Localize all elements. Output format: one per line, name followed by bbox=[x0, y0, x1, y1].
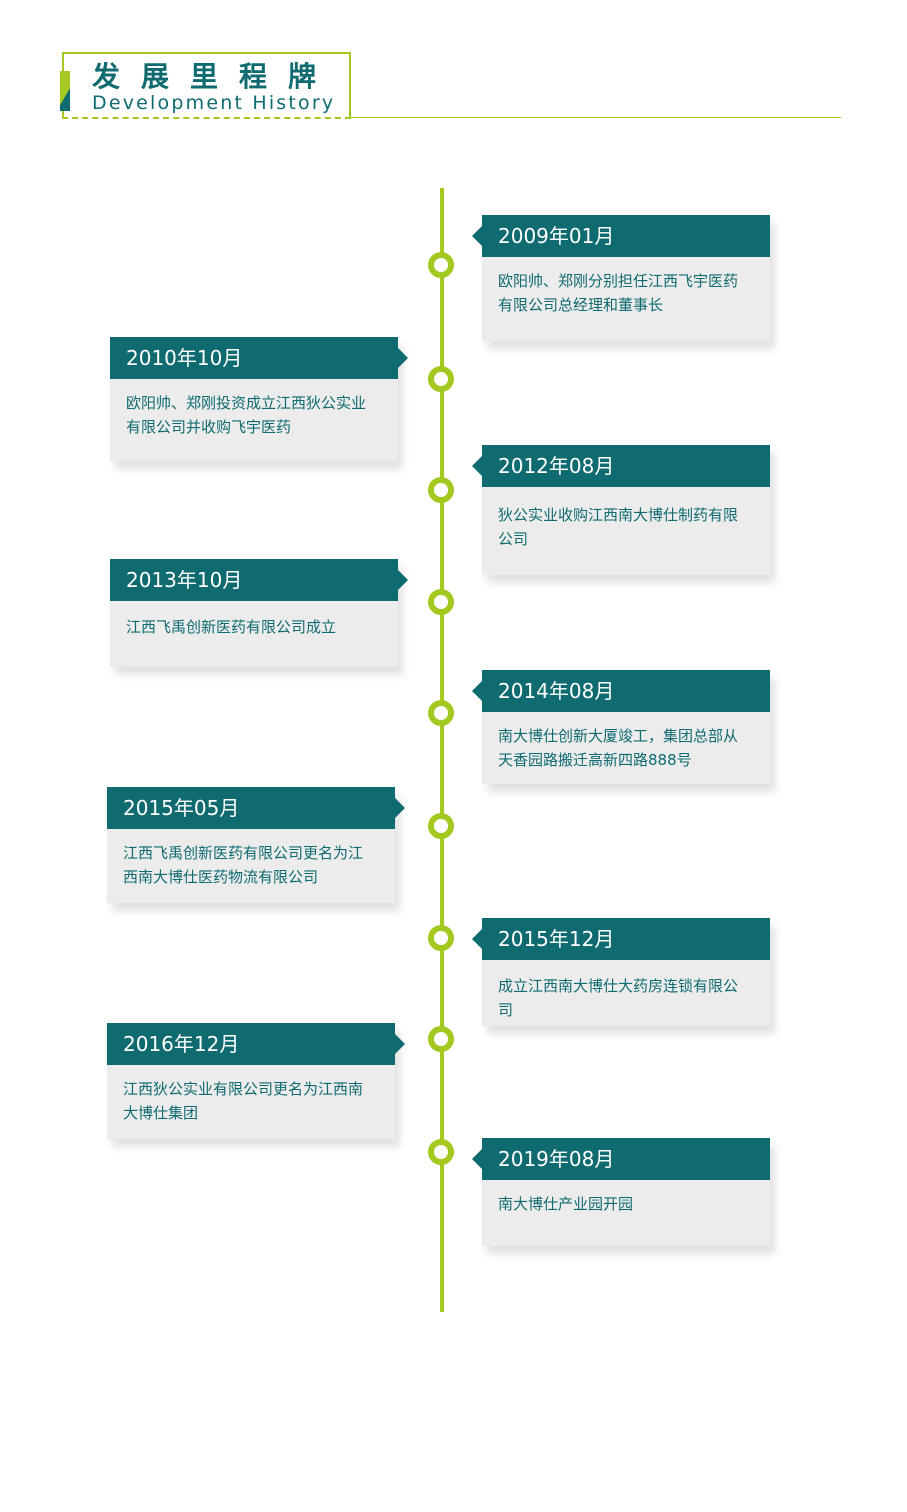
timeline-dot bbox=[428, 589, 454, 615]
header-accent-bar bbox=[60, 71, 70, 111]
timeline-dot bbox=[428, 366, 454, 392]
milestone-date: 2015年05月 bbox=[107, 787, 405, 829]
timeline-dot bbox=[428, 813, 454, 839]
milestone-description: 江西飞禹创新医药有限公司更名为江西南大博仕医药物流有限公司 bbox=[107, 829, 395, 903]
milestone-description: 欧阳帅、郑刚分别担任江西飞宇医药有限公司总经理和董事长 bbox=[482, 257, 770, 341]
timeline-dot bbox=[428, 1139, 454, 1165]
milestone-card-2014-08: 2014年08月 南大博仕创新大厦竣工，集团总部从天香园路搬迁高新四路888号 bbox=[472, 670, 770, 784]
milestone-date: 2016年12月 bbox=[107, 1023, 405, 1065]
page-subtitle: Development History bbox=[92, 92, 336, 114]
milestone-description: 南大博仕产业园开园 bbox=[482, 1180, 770, 1246]
timeline-axis bbox=[440, 188, 444, 1312]
milestone-card-2009-01: 2009年01月 欧阳帅、郑刚分别担任江西飞宇医药有限公司总经理和董事长 bbox=[472, 215, 770, 341]
milestone-description: 成立江西南大博仕大药房连锁有限公司 bbox=[482, 960, 770, 1026]
milestone-date: 2009年01月 bbox=[472, 215, 770, 257]
milestone-date: 2019年08月 bbox=[472, 1138, 770, 1180]
milestone-card-2019-08: 2019年08月 南大博仕产业园开园 bbox=[472, 1138, 770, 1246]
milestone-date: 2015年12月 bbox=[472, 918, 770, 960]
milestone-description: 南大博仕创新大厦竣工，集团总部从天香园路搬迁高新四路888号 bbox=[482, 712, 770, 784]
milestone-card-2015-05: 2015年05月 江西飞禹创新医药有限公司更名为江西南大博仕医药物流有限公司 bbox=[107, 787, 405, 903]
timeline-dot bbox=[428, 1026, 454, 1052]
milestone-date: 2014年08月 bbox=[472, 670, 770, 712]
timeline-dot bbox=[428, 700, 454, 726]
milestone-card-2012-08: 2012年08月 狄公实业收购江西南大博仕制药有限公司 bbox=[472, 445, 770, 575]
timeline-dot bbox=[428, 477, 454, 503]
milestone-date: 2012年08月 bbox=[472, 445, 770, 487]
milestone-date: 2010年10月 bbox=[110, 337, 408, 379]
milestone-description: 江西飞禹创新医药有限公司成立 bbox=[110, 601, 398, 667]
milestone-card-2010-10: 2010年10月 欧阳帅、郑刚投资成立江西狄公实业有限公司并收购飞宇医药 bbox=[110, 337, 408, 461]
header-divider-line bbox=[350, 117, 841, 118]
milestone-card-2015-12: 2015年12月 成立江西南大博仕大药房连锁有限公司 bbox=[472, 918, 770, 1026]
timeline-dot bbox=[428, 925, 454, 951]
page-title: 发展里程牌 bbox=[92, 60, 338, 93]
milestone-card-2013-10: 2013年10月 江西飞禹创新医药有限公司成立 bbox=[110, 559, 408, 667]
milestone-card-2016-12: 2016年12月 江西狄公实业有限公司更名为江西南大博仕集团 bbox=[107, 1023, 405, 1139]
milestone-description: 狄公实业收购江西南大博仕制药有限公司 bbox=[482, 487, 770, 575]
timeline-dot bbox=[428, 252, 454, 278]
milestone-description: 江西狄公实业有限公司更名为江西南大博仕集团 bbox=[107, 1065, 395, 1139]
milestone-date: 2013年10月 bbox=[110, 559, 408, 601]
header-dashed-divider bbox=[62, 117, 351, 119]
milestone-description: 欧阳帅、郑刚投资成立江西狄公实业有限公司并收购飞宇医药 bbox=[110, 379, 398, 461]
